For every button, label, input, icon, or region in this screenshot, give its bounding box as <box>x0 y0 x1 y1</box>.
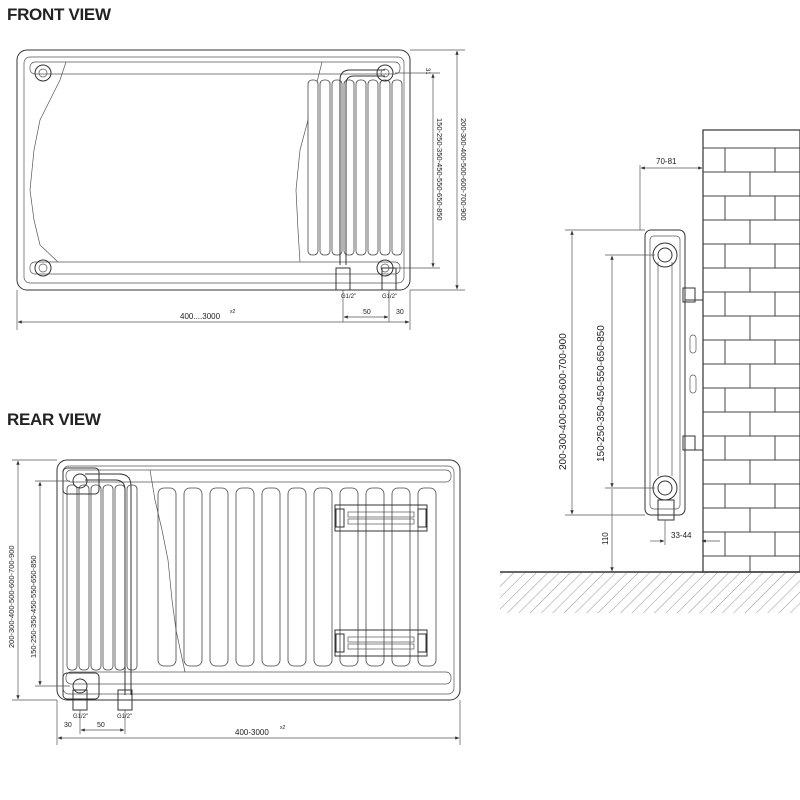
side-view: 70-81 200-300-400-500-600-700-900 150-25… <box>500 129 800 613</box>
rear-view-title: REAR VIEW <box>7 410 101 429</box>
side-depth-dimension: 70-81 <box>656 157 677 166</box>
rear-cutaway-edge <box>149 469 186 673</box>
rear-riser-pipe <box>85 479 126 695</box>
rear-view: G1/2" G1/2" 400-3000 x2 50 30 150-250-35… <box>7 459 461 745</box>
rear-wall-bracket-top <box>334 504 428 532</box>
side-bottom-connection <box>652 475 678 501</box>
rear-bottom-pipe <box>65 671 452 685</box>
front-top-pipe <box>29 61 401 75</box>
rear-radiator-body <box>56 459 461 701</box>
side-centres-dimension: 150-250-350-450-550-650-850 <box>596 325 607 462</box>
rear-radiator-panel <box>62 465 455 695</box>
rear-width-dimension: 400-3000 <box>235 728 269 737</box>
side-wall-bracket <box>682 287 704 451</box>
front-riser-pipe <box>339 69 385 265</box>
front-centres-dimension: 150-250-350-450-550-650-850 <box>435 118 444 221</box>
rear-connection-spacing: 50 <box>97 722 105 729</box>
rear-height-dimension: 200-300-400-500-600-700-900 <box>7 545 16 648</box>
front-height-dimension: 200-300-400-500-600-700-900 <box>459 118 468 221</box>
front-plug-bottom-left <box>34 259 52 277</box>
front-valve-left <box>335 267 351 291</box>
front-cutaway-edge <box>29 61 67 263</box>
side-floor-clearance: 110 <box>601 532 610 545</box>
rear-centres-dimension: 150-250-350-450-550-650-850 <box>29 555 38 658</box>
front-width-dimension-sup: x2 <box>230 309 236 315</box>
front-connection-spacing: 50 <box>363 309 371 316</box>
floor-hatching <box>500 573 800 613</box>
side-height-dimension: 200-300-400-500-600-700-900 <box>558 333 569 470</box>
front-view: G1/2" G1/2" 400....3000 x2 50 30 31 150-… <box>16 49 468 330</box>
front-connection-label-right: G1/2" <box>382 294 397 300</box>
front-radiator-panel <box>23 56 405 284</box>
rear-wall-bracket-bottom <box>334 629 428 657</box>
side-valve <box>657 499 675 521</box>
front-fins <box>307 79 403 256</box>
front-top-offset: 31 <box>424 68 430 75</box>
side-top-connection <box>652 242 678 268</box>
rear-top-pipe <box>65 469 452 483</box>
front-plug-top-left <box>34 64 52 82</box>
front-connection-label-left: G1/2" <box>341 294 356 300</box>
front-width-dimension: 400....3000 <box>180 312 221 321</box>
front-right-offset: 30 <box>396 309 404 316</box>
front-valve-right <box>381 267 397 291</box>
front-plug-top-right <box>376 64 394 82</box>
rear-left-offset: 30 <box>64 722 72 729</box>
side-wall-offset: 33-44 <box>671 531 692 540</box>
rear-connection-label-right: G1/2" <box>117 714 132 720</box>
front-radiator-body <box>16 49 411 291</box>
rear-connection-label-left: G1/2" <box>73 714 88 720</box>
side-radiator-body <box>644 229 686 516</box>
rear-convector-fins <box>66 484 437 671</box>
rear-width-dimension-sup: x2 <box>280 725 286 731</box>
front-view-title: FRONT VIEW <box>7 5 111 24</box>
brick-pattern <box>703 147 800 572</box>
